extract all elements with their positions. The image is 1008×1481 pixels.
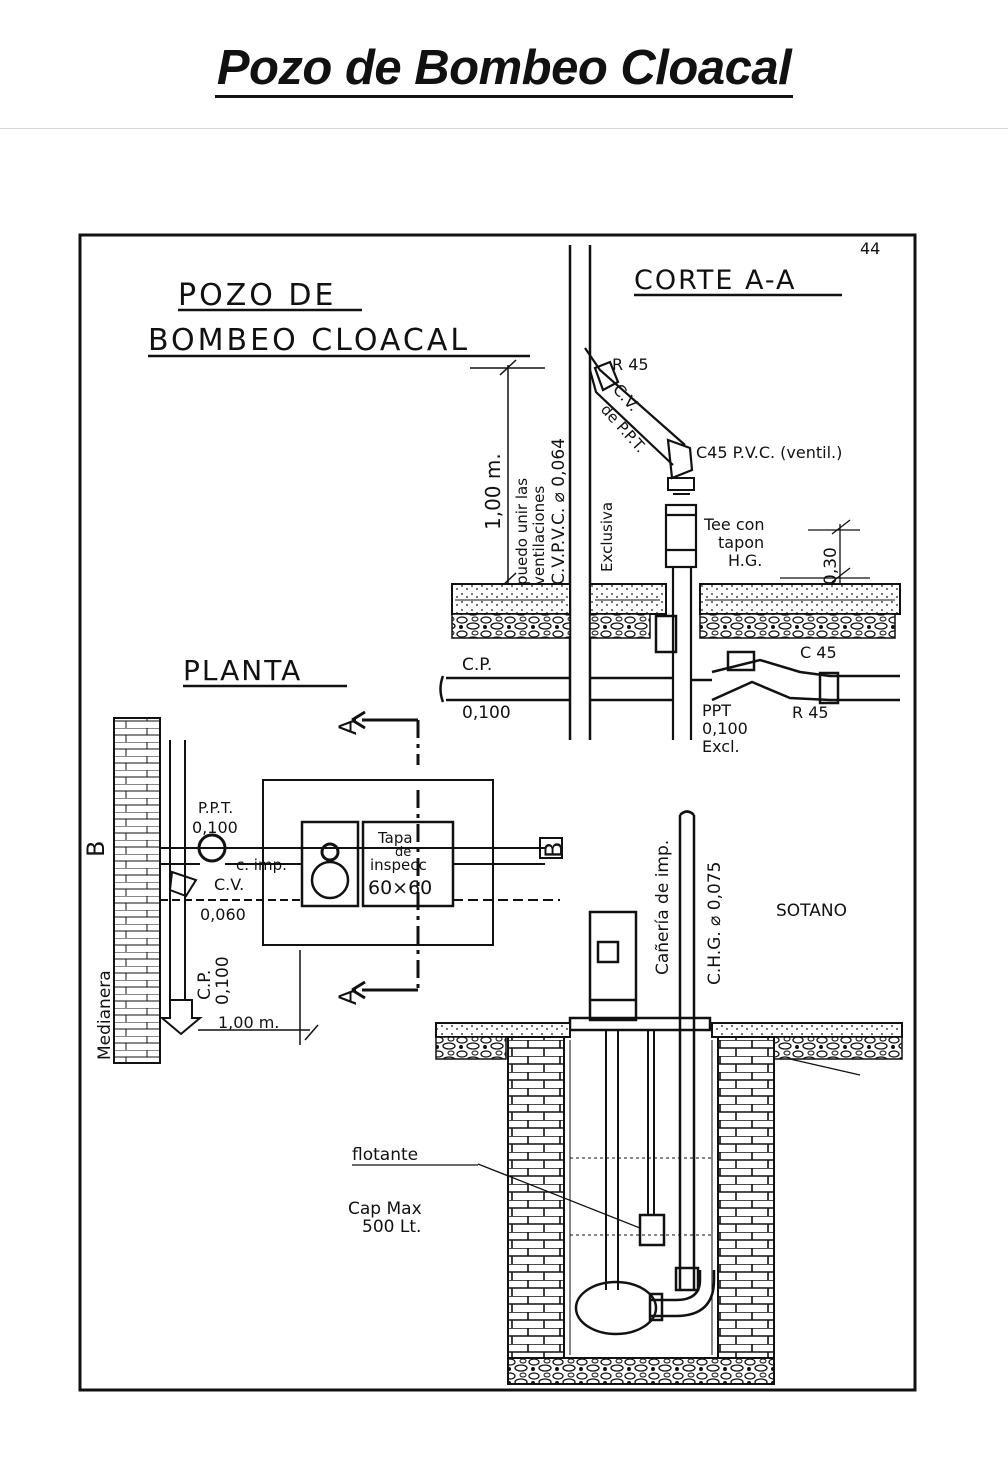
- well-bottom: [507, 1357, 775, 1385]
- cv-ppt-diagonal-pipe: [584, 347, 694, 480]
- plan-cimp-fitting: [320, 842, 340, 862]
- plan-pump-circle: [310, 860, 350, 900]
- dimension-030-label: 0,30: [821, 547, 841, 585]
- drawing-title-line1: POZO DE: [178, 278, 336, 313]
- cv-0060-label: 0,060: [200, 905, 246, 924]
- plan-well-outline: [262, 779, 494, 946]
- c-imp-label: c. imp.: [236, 856, 287, 874]
- tapa-label-1: Tapa: [377, 829, 413, 847]
- cv-ppt-label-2: de P.P.T.: [597, 401, 650, 457]
- c45-low-label: C 45: [800, 643, 837, 662]
- plan-pump-body: [300, 820, 360, 908]
- cap-max-label-1: Cap Max: [348, 1199, 422, 1219]
- vent-connector: [667, 477, 695, 495]
- plan-inner-walls: [169, 740, 186, 1000]
- tapa-label-3: inspecc: [370, 856, 427, 874]
- section-title-text: CORTE A-A: [634, 265, 797, 296]
- vent-pipe: [568, 245, 592, 740]
- page-title-text: Pozo de Bombeo Cloacal: [214, 41, 794, 98]
- submersible-pump: [574, 1266, 716, 1336]
- vent-note-1: puedo unir las: [513, 478, 531, 585]
- plan-right-fitting: [539, 837, 563, 859]
- tee-label-2: tapon: [718, 533, 764, 552]
- section-title: CORTE A-A: [634, 265, 842, 297]
- section-a-top: A: [334, 718, 362, 735]
- medianera-label: Medianera: [95, 970, 115, 1060]
- party-wall: [113, 717, 161, 1064]
- tapa-label-4: 60×60: [368, 877, 432, 899]
- drawing-title: POZO DE BOMBEO CLOACAL: [148, 278, 530, 358]
- dimension-030: [780, 519, 870, 590]
- tee-with-cap: [664, 503, 698, 740]
- basement-slab: [435, 1022, 903, 1076]
- float-leader: [477, 1163, 641, 1229]
- r45-top-label: R 45: [612, 355, 649, 374]
- well-wall-right: [717, 1036, 775, 1363]
- plan-title: PLANTA: [183, 654, 347, 688]
- plan-dimension-1m: [198, 950, 319, 1045]
- ppt-plan-label: P.P.T.: [198, 799, 233, 817]
- c45-pvc-label: C45 P.V.C. (ventil.): [696, 443, 842, 462]
- ppt-label: PPT: [702, 701, 731, 720]
- vent-note-2: ventilaciones: [530, 486, 548, 585]
- floor-slab-section: [451, 583, 901, 639]
- sheet-number: 44: [860, 239, 880, 258]
- vent-exclusiva: Exclusiva: [598, 502, 616, 572]
- pump-motor: [568, 910, 712, 1032]
- well-interior: [569, 1040, 713, 1355]
- cp-0100-label: 0,100: [462, 703, 511, 723]
- ppt-0100-label: 0,100: [702, 719, 748, 738]
- section-a-bottom: A: [334, 988, 362, 1005]
- well-wall-left: [507, 1036, 565, 1363]
- drawing-frame: [78, 233, 917, 1392]
- section-b-left: B: [82, 841, 110, 857]
- drawing-title-line2: BOMBEO CLOACAL: [148, 323, 470, 358]
- plan-down-arrow: [159, 999, 203, 1036]
- plan-wye-fitting: [168, 870, 198, 898]
- float-switch: [638, 1213, 666, 1247]
- r45-low-label: R 45: [792, 703, 829, 722]
- ppt-plan-0100: 0,100: [192, 818, 238, 837]
- impulsion-pipe: [678, 810, 696, 1290]
- vent-cv-pvc: C.V.P.V.C. ⌀ 0,064: [549, 438, 569, 585]
- section-line-a: [351, 710, 420, 1000]
- tee-label-3: H.G.: [728, 551, 762, 570]
- caneria-label-2: C.H.G. ⌀ 0,075: [705, 862, 725, 985]
- plan-ppt-fitting: [197, 833, 227, 863]
- excl-label: Excl.: [702, 737, 740, 756]
- plan-title-text: PLANTA: [183, 654, 302, 687]
- sotano-label: SOTANO: [776, 901, 847, 921]
- cap-max-label-2: 500 Lt.: [362, 1217, 421, 1237]
- caneria-label-1: Cañería de imp.: [653, 840, 673, 975]
- header-divider: [0, 128, 1008, 129]
- pump-column: [605, 1030, 655, 1290]
- cp-plan-label: C.P.: [195, 970, 215, 1000]
- cp-horizontal-pipe: [439, 614, 900, 705]
- dimension-1m-label: 1,00 m.: [481, 453, 505, 530]
- cp-section-label: C.P.: [462, 655, 492, 675]
- flotante-label: flotante: [352, 1145, 418, 1165]
- page-title: Pozo de Bombeo Cloacal: [0, 40, 1008, 98]
- section-b-right: B: [540, 842, 568, 858]
- plan-dimension-1m-label: 1,00 m.: [218, 1013, 279, 1032]
- cp-plan-0100: 0,100: [213, 956, 233, 1005]
- cv-plan-label: C.V.: [214, 875, 244, 894]
- tee-label-1: Tee con: [703, 515, 765, 534]
